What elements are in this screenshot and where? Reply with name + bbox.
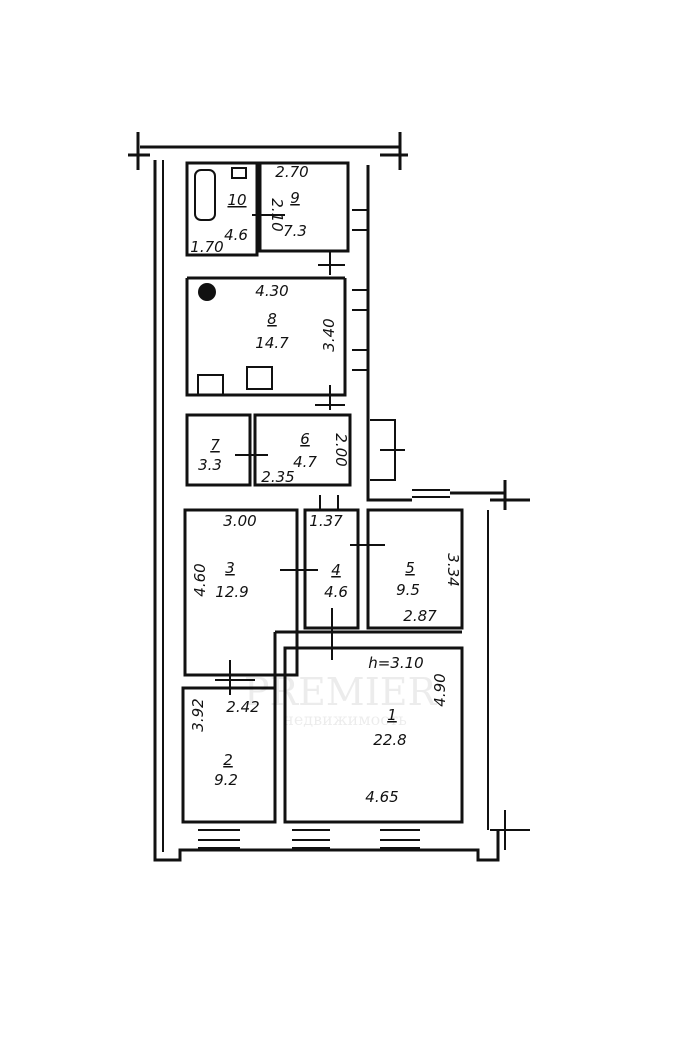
stove-icon bbox=[197, 374, 224, 396]
watermark: PREMIER недвижимость bbox=[244, 670, 438, 729]
svg-text:5: 5 bbox=[405, 559, 415, 577]
svg-text:4.90: 4.90 bbox=[431, 673, 449, 706]
svg-text:2.00: 2.00 bbox=[332, 433, 350, 466]
svg-text:3.00: 3.00 bbox=[223, 512, 256, 530]
svg-text:4.7: 4.7 bbox=[293, 453, 317, 471]
svg-text:2.10: 2.10 bbox=[268, 198, 286, 231]
svg-text:4: 4 bbox=[331, 561, 341, 579]
svg-text:4.60: 4.60 bbox=[191, 563, 209, 596]
room-8: 4.30 8 14.7 3.40 bbox=[255, 282, 338, 352]
svg-text:4.65: 4.65 bbox=[365, 788, 398, 806]
svg-text:7.3: 7.3 bbox=[283, 222, 307, 240]
room-10: 10 4.6 1.70 bbox=[190, 191, 248, 256]
svg-text:2.87: 2.87 bbox=[403, 607, 437, 625]
svg-text:14.7: 14.7 bbox=[255, 334, 289, 352]
svg-text:6: 6 bbox=[300, 430, 310, 448]
svg-text:1.37: 1.37 bbox=[309, 512, 343, 530]
svg-text:2: 2 bbox=[223, 751, 233, 769]
svg-text:4.6: 4.6 bbox=[324, 583, 348, 601]
svg-text:3.3: 3.3 bbox=[198, 456, 222, 474]
svg-text:8: 8 bbox=[267, 310, 277, 328]
room-9: 2.70 9 7.3 2.10 bbox=[268, 163, 309, 240]
svg-text:3: 3 bbox=[225, 559, 235, 577]
boiler-icon bbox=[198, 283, 216, 301]
svg-text:3.40: 3.40 bbox=[320, 318, 338, 351]
svg-text:9.2: 9.2 bbox=[214, 771, 238, 789]
svg-text:12.9: 12.9 bbox=[215, 583, 248, 601]
walls bbox=[128, 132, 530, 862]
svg-text:h=3.10: h=3.10 bbox=[368, 654, 423, 672]
cooktop-icon bbox=[246, 366, 273, 390]
svg-text:3.92: 3.92 bbox=[189, 698, 207, 731]
sink-icon bbox=[231, 167, 247, 179]
svg-text:2.70: 2.70 bbox=[275, 163, 308, 181]
room-2: 2.42 3.92 2 9.2 bbox=[189, 698, 260, 789]
room-4: 1.37 4 4.6 bbox=[309, 512, 348, 601]
svg-text:3.34: 3.34 bbox=[444, 553, 462, 586]
room-1: h=3.10 1 22.8 4.65 4.90 bbox=[365, 654, 449, 806]
bathtub-icon bbox=[194, 169, 216, 221]
room-3: 3.00 3 12.9 4.60 bbox=[191, 512, 257, 601]
room-7: 7 3.3 bbox=[198, 436, 222, 474]
svg-text:7: 7 bbox=[210, 436, 220, 454]
svg-text:2.42: 2.42 bbox=[226, 698, 259, 716]
svg-text:1.70: 1.70 bbox=[190, 238, 223, 256]
svg-text:9.5: 9.5 bbox=[396, 581, 420, 599]
svg-text:PREMIER: PREMIER bbox=[244, 670, 438, 714]
svg-text:2.35: 2.35 bbox=[261, 468, 294, 486]
svg-text:недвижимость: недвижимость bbox=[283, 710, 407, 729]
room-6: 6 4.7 2.35 2.00 bbox=[261, 430, 350, 486]
svg-text:1: 1 bbox=[387, 706, 397, 724]
svg-text:4.30: 4.30 bbox=[255, 282, 288, 300]
svg-text:10: 10 bbox=[227, 191, 246, 209]
svg-text:9: 9 bbox=[290, 189, 300, 207]
svg-text:4.6: 4.6 bbox=[224, 226, 248, 244]
svg-text:22.8: 22.8 bbox=[373, 731, 406, 749]
room-5: 5 9.5 2.87 3.34 bbox=[396, 553, 462, 625]
